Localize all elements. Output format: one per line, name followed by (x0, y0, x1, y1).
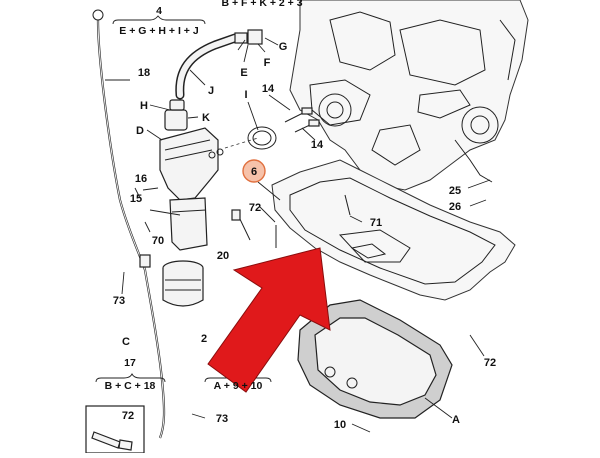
callout-6: 6 (251, 166, 257, 178)
callout-73-bottom: 73 (216, 413, 228, 425)
callout-72-left: 72 (249, 202, 261, 214)
callout-A: A (452, 414, 460, 426)
callout-14-right: 14 (311, 139, 324, 151)
lower-oil-pan (297, 299, 453, 419)
red-arrow (207, 247, 331, 393)
callout-C: C (122, 336, 130, 348)
group-17-number: 17 (124, 357, 136, 369)
engine-block (289, 0, 529, 191)
oil-filter-cartridge (162, 260, 204, 307)
small-parts (142, 107, 351, 248)
callout-72-box: 72 (122, 410, 134, 422)
highlight-circle (242, 159, 266, 183)
leader-lines (105, 37, 491, 433)
callout-J: J (208, 85, 214, 97)
callout-14-top: 14 (262, 83, 275, 95)
callout-I: I (244, 89, 247, 101)
callout-26: 26 (449, 201, 461, 213)
callout-72-right: 72 (484, 357, 496, 369)
group-4-number: 4 (156, 5, 162, 17)
oil-filter-housing (159, 99, 219, 251)
group-top-formula: B + F + K + 2 + 3 (221, 0, 302, 9)
callout-73-left: 73 (113, 295, 125, 307)
callout-25: 25 (449, 185, 461, 197)
callout-H: H (140, 100, 148, 112)
callout-E: E (240, 67, 247, 79)
callout-F: F (264, 57, 271, 69)
callout-16: 16 (135, 173, 147, 185)
dipstick-tube (92, 9, 166, 439)
callout-2: 2 (201, 333, 207, 345)
callout-18: 18 (138, 67, 150, 79)
callout-70: 70 (152, 235, 164, 247)
callout-D: D (136, 125, 144, 137)
hose-j (175, 29, 263, 100)
callout-71: 71 (370, 217, 382, 229)
callout-10: 10 (334, 419, 346, 431)
upper-oil-pan (271, 159, 516, 301)
group-a9-formula: A + 9 + 10 (214, 380, 263, 392)
group-17-formula: B + C + 18 (105, 380, 156, 392)
callout-15: 15 (130, 193, 142, 205)
callout-K: K (202, 112, 210, 124)
detail-box-72 (85, 405, 145, 454)
callout-20: 20 (217, 250, 229, 262)
callout-G: G (279, 41, 288, 53)
group-4-formula: E + G + H + I + J (119, 25, 199, 37)
